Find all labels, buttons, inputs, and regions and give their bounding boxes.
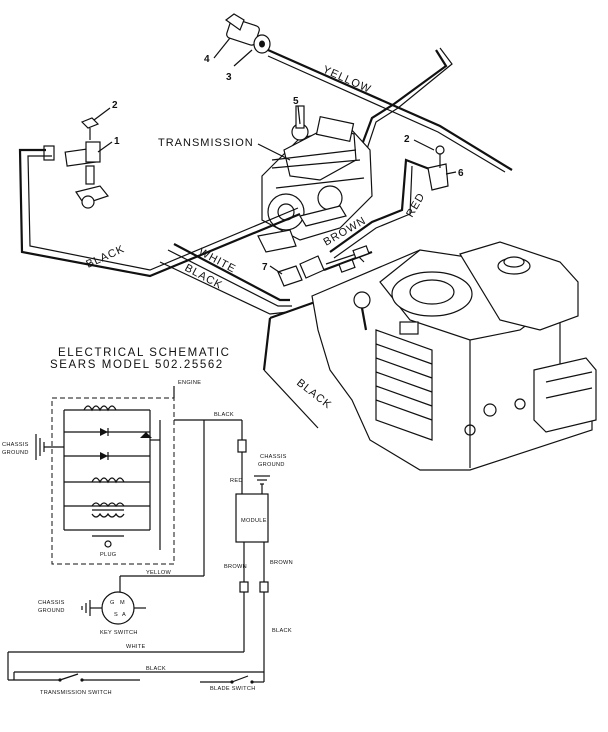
schematic-yellow-wire	[119, 420, 205, 592]
label-yellow: YELLOW	[146, 570, 172, 576]
white-black-wires	[159, 243, 292, 315]
label-chassis-mid-2: GROUND	[258, 462, 285, 468]
schematic-white-wire	[7, 651, 244, 680]
part-number-6: 6	[458, 168, 464, 179]
engine-part	[311, 241, 597, 471]
shift-lever	[358, 47, 453, 153]
label-brown-right: BROWN	[270, 560, 293, 566]
blade-switch-part	[427, 145, 449, 191]
label-chassis-left-1: CHASSIS	[2, 442, 29, 448]
label-chassis-mid-1: CHASSIS	[260, 454, 287, 460]
label-chassis-left-2: GROUND	[2, 450, 29, 456]
part-number-7: 7	[262, 262, 268, 273]
label-transmission-switch: TRANSMISSION SWITCH	[40, 690, 112, 696]
label-transmission: TRANSMISSION	[158, 137, 254, 149]
part-number-5: 5	[293, 96, 299, 107]
schematic-title-line1: ELECTRICAL SCHEMATIC	[58, 347, 231, 359]
engine-box	[51, 386, 175, 565]
transmission-switch-symbol	[8, 673, 140, 682]
label-black-bottom: BLACK	[146, 666, 166, 672]
brown-red-wires	[329, 158, 433, 259]
part-number-2-right: 2	[404, 134, 410, 145]
part-number-1: 1	[114, 136, 120, 147]
part-number-2-left: 2	[112, 100, 118, 111]
part-number-3: 3	[226, 72, 232, 83]
label-key-switch: KEY SWITCH	[100, 630, 138, 636]
seat-switch-part	[43, 117, 110, 209]
schematic-title-line2: SEARS MODEL 502.25562	[50, 359, 224, 371]
chassis-ground-left-symbol	[35, 434, 64, 460]
label-red: RED	[404, 191, 428, 220]
connector-part-7	[277, 245, 373, 287]
label-black-right: BLACK	[272, 628, 292, 634]
key-switch-part	[213, 13, 271, 67]
blade-switch-symbol	[200, 675, 264, 684]
label-white: WHITE	[126, 644, 146, 650]
label-brown-left: BROWN	[224, 564, 247, 570]
label-module: MODULE	[241, 518, 267, 524]
svg-text:M: M	[120, 600, 125, 606]
module-box	[235, 493, 269, 543]
svg-text:S: S	[114, 612, 118, 618]
yellow-wire	[267, 48, 513, 173]
transmission-part	[257, 105, 373, 253]
label-blade-switch: BLADE SWITCH	[210, 686, 256, 692]
label-engine: ENGINE	[178, 380, 201, 386]
label-chassis-key-1: CHASSIS	[38, 600, 65, 606]
black-wire-left	[18, 148, 301, 278]
label-plug: PLUG	[100, 552, 116, 558]
label-red: RED	[230, 478, 243, 484]
label-black-engine: BLACK	[294, 377, 334, 412]
key-switch-symbol: G M S A	[81, 591, 146, 625]
label-black-top: BLACK	[214, 412, 234, 418]
svg-text:A: A	[122, 612, 126, 618]
chassis-ground-mid-symbol	[254, 475, 270, 494]
schematic-black-wire-top	[174, 419, 247, 494]
schematic-brown-wires	[239, 542, 269, 672]
label-chassis-key-2: GROUND	[38, 608, 65, 614]
svg-text:G: G	[110, 600, 115, 606]
part-number-4: 4	[204, 54, 210, 65]
schematic-black-wire-bottom	[13, 671, 265, 682]
engine-internal-circuit	[63, 405, 161, 550]
